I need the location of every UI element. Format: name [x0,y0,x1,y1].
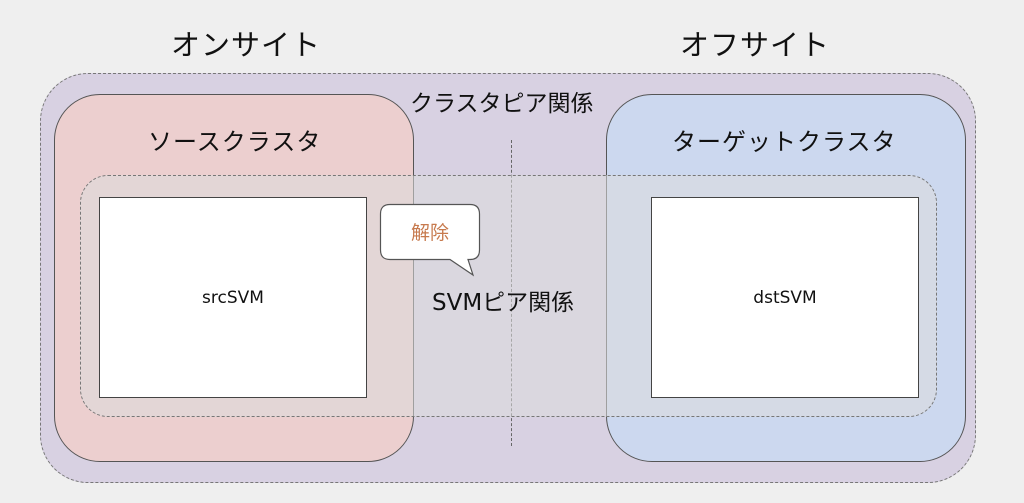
svm-peer-label: SVMピア関係 [432,290,575,316]
dst-svm-box: dstSVM [651,197,919,398]
src-svm-label: srcSVM [202,287,264,308]
onsite-label: オンサイト [171,28,322,62]
dst-svm-label: dstSVM [753,287,817,308]
src-svm-box: srcSVM [99,197,367,398]
speech-bubble-icon [379,203,481,277]
offsite-label: オフサイト [680,28,831,62]
release-callout-text: 解除 [410,222,449,244]
source-cluster-label: ソースクラスタ [148,128,322,156]
release-callout: 解除 [379,203,481,277]
cluster-peer-label: クラスタピア関係 [410,91,594,117]
target-cluster-label: ターゲットクラスタ [672,128,897,156]
